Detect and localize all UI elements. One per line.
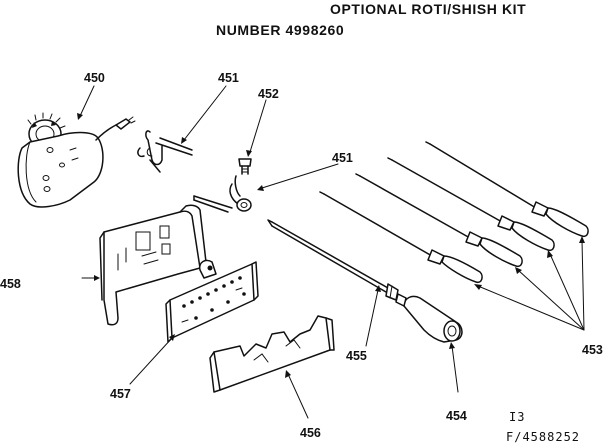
footer-code-1: I3 xyxy=(509,410,525,424)
motor-cord xyxy=(95,124,117,141)
part-numbers: 450 451 452 451 453 454 455 456 457 458 xyxy=(0,71,603,440)
footer-code-2: F/4588252 xyxy=(506,430,580,444)
spit-rod-drawing xyxy=(267,219,399,301)
part-number-451-lower: 451 xyxy=(332,151,353,165)
part-number-457: 457 xyxy=(110,387,131,401)
spit-clip-upper-drawing xyxy=(137,130,193,173)
part-number-451-upper: 451 xyxy=(218,71,239,85)
part-number-453: 453 xyxy=(582,343,603,357)
part-number-456: 456 xyxy=(300,426,321,440)
leader-lines xyxy=(77,85,585,419)
part-number-458: 458 xyxy=(0,277,21,291)
part-number-455: 455 xyxy=(346,349,367,363)
side-bracket-drawing xyxy=(165,261,259,343)
mounting-plate-drawing xyxy=(81,204,217,326)
diagram-title-line-2: NUMBER 4998260 xyxy=(216,22,344,38)
spit-handle-drawing xyxy=(395,293,463,343)
spit-clip-lower-drawing xyxy=(193,175,252,213)
front-bracket-drawing xyxy=(209,315,335,393)
part-number-452: 452 xyxy=(258,87,279,101)
rotisserie-motor-drawing xyxy=(17,112,136,208)
thumb-bolt-drawing xyxy=(238,158,252,175)
motor-housing xyxy=(17,131,104,208)
part-number-454: 454 xyxy=(446,409,467,423)
diagram-title-line-1: OPTIONAL ROTI/SHISH KIT xyxy=(330,1,526,17)
skewers-drawing xyxy=(319,141,589,284)
part-number-450: 450 xyxy=(84,71,105,85)
